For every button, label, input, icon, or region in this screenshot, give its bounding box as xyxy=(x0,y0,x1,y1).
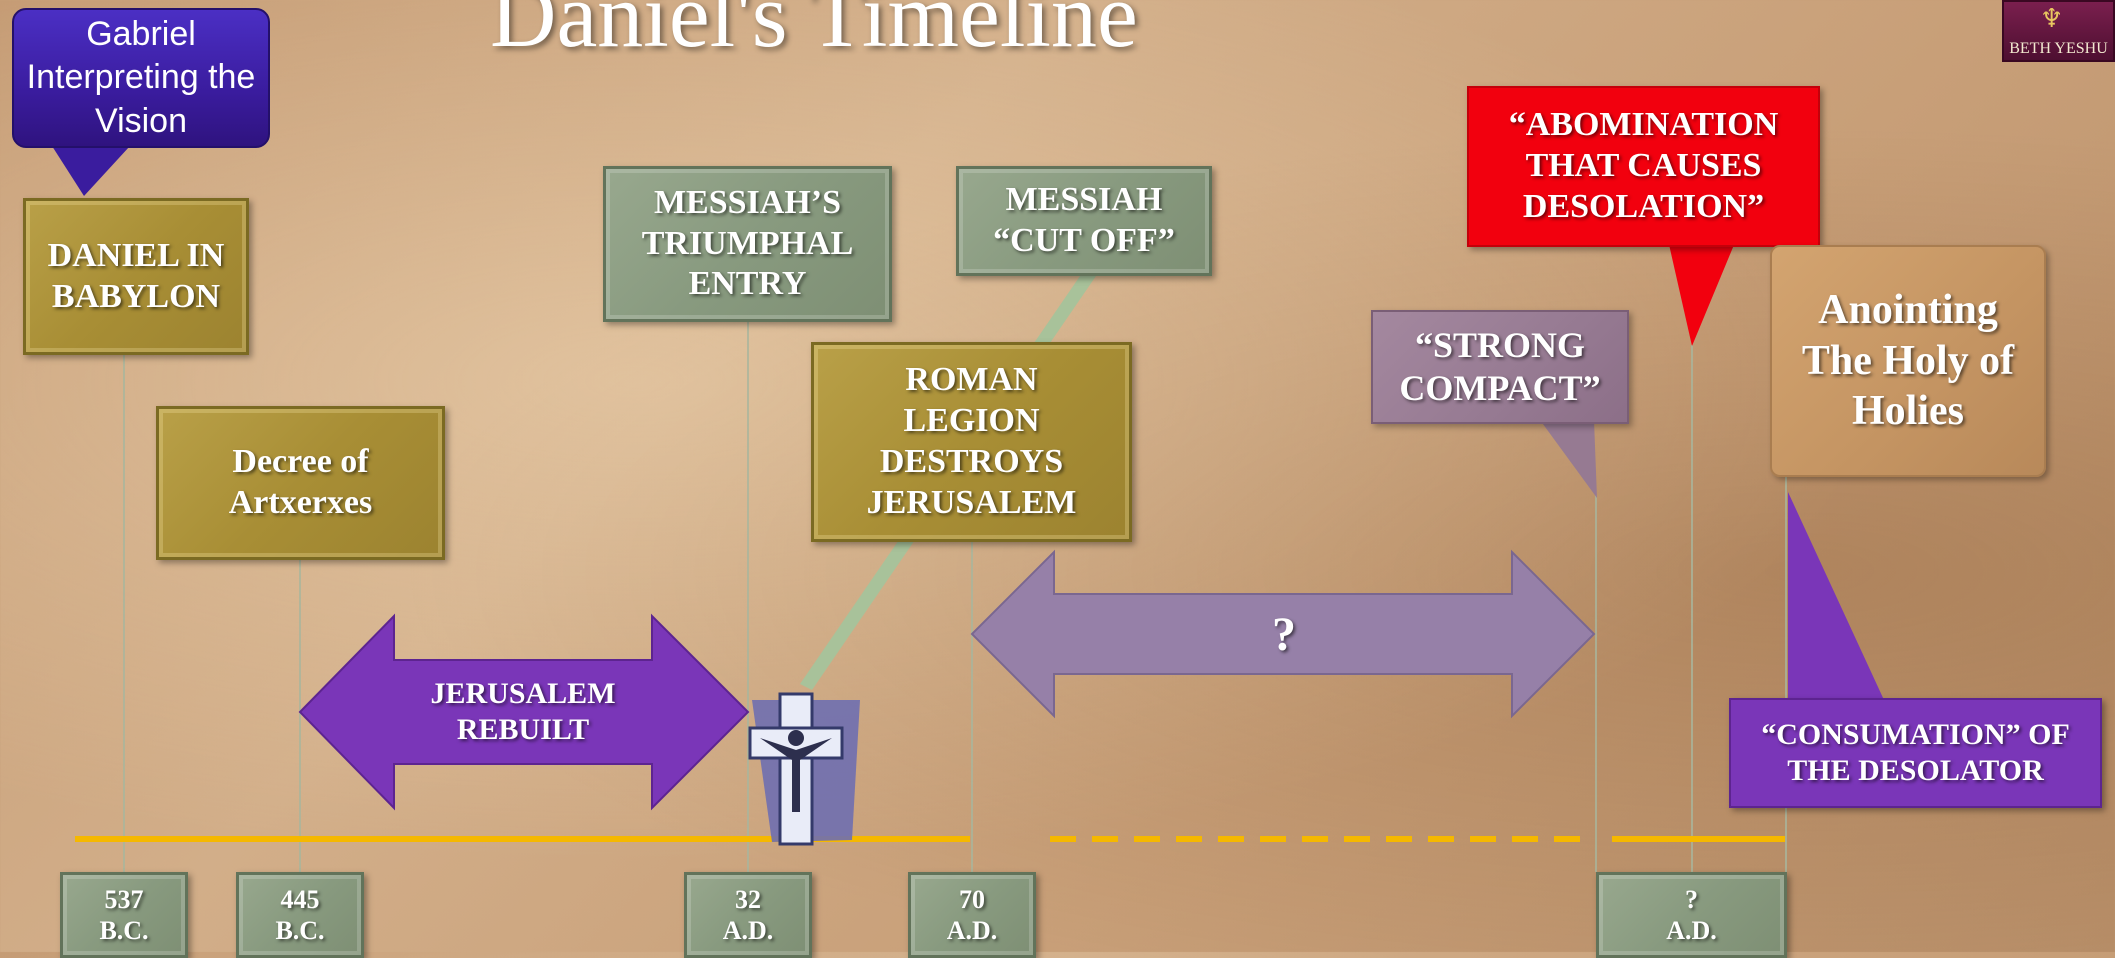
date-value: 32 xyxy=(735,884,761,914)
date-era: B.C. xyxy=(99,916,149,945)
crucifix-icon xyxy=(748,692,860,846)
page-title: Daniel's Timeline xyxy=(490,0,1138,66)
gabriel-pointer xyxy=(52,146,130,196)
date-value: ? xyxy=(1685,884,1698,914)
decree-box: Decree of Artxerxes xyxy=(156,406,445,560)
abomination-box: “ABOMINATION THAT CAUSES DESOLATION” xyxy=(1467,86,1820,247)
date-era: A.D. xyxy=(722,916,774,945)
congregation-logo: ♆ BETH YESHU xyxy=(2002,0,2115,62)
date-value: 445 xyxy=(280,884,320,914)
unknown-period-arrow xyxy=(970,549,1596,719)
consumation-box: “CONSUMATION” OF THE DESOLATOR xyxy=(1729,698,2102,808)
date-era: B.C. xyxy=(275,916,325,945)
menorah-logo-icon: ♆ xyxy=(2040,4,2064,33)
consumation-pointer xyxy=(1788,492,1884,700)
messiah-cut-off-box: MESSIAH “CUT OFF” xyxy=(956,166,1212,276)
daniel-in-babylon-box: DANIEL IN BABYLON xyxy=(23,198,249,355)
date-era: A.D. xyxy=(946,916,998,945)
roman-legion-box: ROMAN LEGION DESTROYS JERUSALEM xyxy=(811,342,1132,542)
rebuilt-arrow xyxy=(298,613,750,811)
date-marker: ?A.D. xyxy=(1596,872,1787,958)
date-value: 537 xyxy=(104,884,144,914)
triumphal-entry-box: MESSIAH’S TRIUMPHAL ENTRY xyxy=(603,166,892,322)
date-value: 70 xyxy=(959,884,985,914)
jerusalem-rebuilt-label: JERUSALEM REBUILT xyxy=(430,677,616,746)
compact-pointer xyxy=(1540,420,1597,498)
anointing-box: Anointing The Holy of Holies xyxy=(1770,245,2046,477)
strong-compact-box: “STRONG COMPACT” xyxy=(1371,310,1629,424)
gabriel-callout: Gabriel Interpreting the Vision xyxy=(12,8,270,148)
logo-text: BETH YESHU xyxy=(2009,40,2108,57)
date-era: A.D. xyxy=(1666,916,1717,945)
unknown-period-label: ? xyxy=(1272,608,1296,662)
abomination-pointer xyxy=(1668,240,1736,346)
